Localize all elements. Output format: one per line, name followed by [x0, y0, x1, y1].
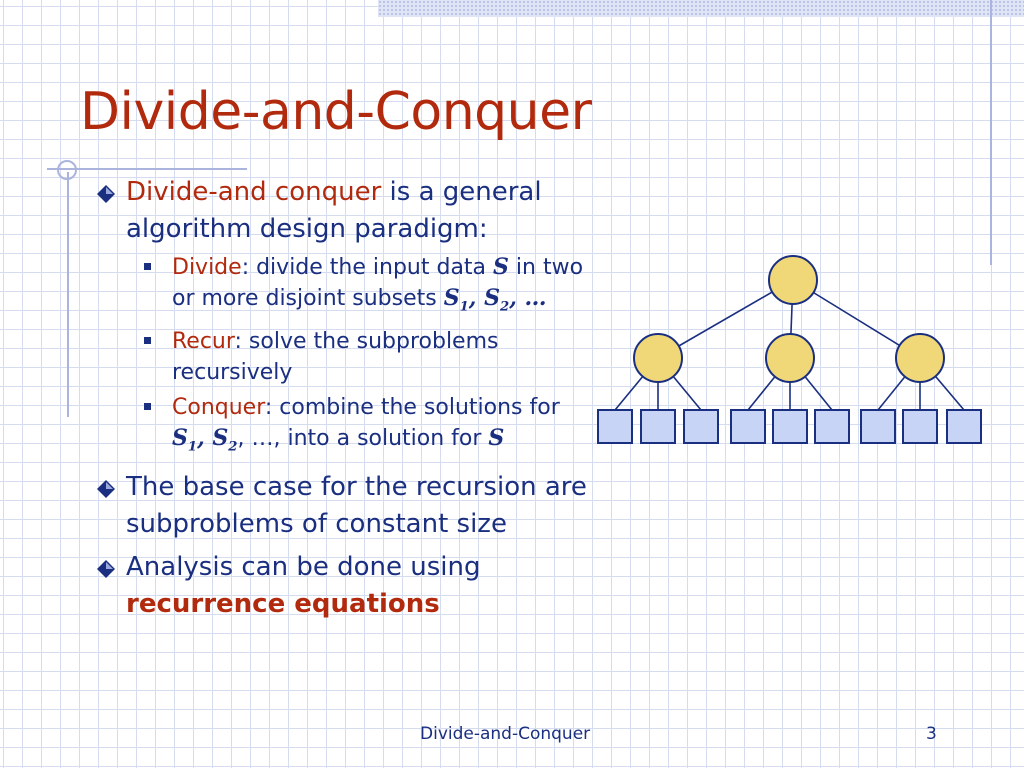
decor-line-left	[67, 172, 69, 417]
bullet-text: Analysis can be done using	[126, 551, 481, 582]
diamond-bullet-icon	[97, 479, 115, 498]
tree-internal-node	[633, 333, 683, 383]
bullet-paradigm: Divide-and conquer is a general algorith…	[94, 174, 594, 248]
tree-leaf	[902, 409, 938, 444]
math-comma: ,	[468, 285, 485, 311]
sub-bullet-label: Divide	[172, 255, 242, 280]
tree-edge	[657, 279, 794, 359]
tree-nodes	[633, 255, 945, 383]
tree-internal-node	[895, 333, 945, 383]
decor-line-horizontal	[47, 168, 247, 170]
decor-line-right	[990, 0, 992, 265]
sub-bullet-text: : divide the input data	[241, 255, 494, 280]
tree-root-node	[768, 255, 818, 305]
sub-bullet-label: Recur	[172, 329, 235, 355]
top-decor-band	[378, 0, 1024, 17]
tree-internal-node	[765, 333, 815, 383]
bullet-base-case: The base case for the recursion are subp…	[94, 469, 594, 543]
slide-title: Divide-and-Conquer	[80, 82, 592, 142]
bullet-text: The base case for the recursion are subp…	[126, 471, 587, 539]
bullet-analysis: Analysis can be done using recurrence eq…	[94, 549, 594, 623]
tree-leaf	[597, 409, 633, 444]
diamond-bullet-icon	[97, 559, 115, 578]
math-comma: ,	[197, 425, 213, 452]
math-symbol: S	[488, 425, 505, 452]
tree-leaf	[730, 409, 766, 444]
square-bullet-icon	[144, 403, 151, 411]
sub-bullet-conquer: Conquer: combine the solutions for S1, S…	[142, 392, 594, 462]
tree-leaf	[814, 409, 850, 444]
tree-leaf	[860, 409, 896, 444]
square-bullet-icon	[144, 337, 151, 345]
recursion-tree-diagram	[597, 255, 982, 444]
math-subscript: 1	[459, 299, 469, 315]
math-subscript: 2	[228, 439, 238, 455]
math-subscript: 2	[500, 299, 510, 315]
decor-circle	[57, 160, 77, 180]
math-symbol: S	[212, 425, 229, 452]
sub-bullet-label: Conquer	[172, 395, 265, 421]
tree-leaf	[683, 409, 719, 444]
tree-leaves	[597, 409, 982, 444]
tree-leaf	[772, 409, 808, 444]
sub-bullet-text: , …, into a solution for	[237, 426, 489, 452]
bullet-highlight: Divide-and conquer	[126, 177, 382, 207]
tree-leaf	[946, 409, 982, 444]
math-symbol: S	[172, 425, 188, 452]
square-bullet-icon	[144, 263, 151, 270]
sub-bullet-recur: Recur: solve the subproblems recursively	[142, 326, 594, 388]
math-subscript: 1	[187, 439, 198, 455]
diamond-bullet-icon	[97, 185, 115, 203]
sub-bullet-text: : combine the solutions for	[264, 395, 560, 421]
sub-bullet-divide: Divide: divide the input data S in two o…	[142, 252, 594, 322]
math-symbol: S	[443, 285, 460, 311]
bullet-emphasis: recurrence equations	[126, 588, 440, 619]
footer-title: Divide-and-Conquer	[420, 724, 591, 744]
math-ellipsis: , …	[509, 285, 547, 311]
sub-bullet-text: in two or more disjoint subsets	[172, 255, 584, 311]
sub-bullet-text: : solve the subproblems recursively	[172, 329, 499, 386]
page-number: 3	[926, 724, 937, 744]
bullet-text: is a general algorithm design paradigm:	[126, 177, 542, 244]
bullet-list: Divide-and conquer is a general algorith…	[94, 174, 594, 623]
math-symbol: S	[484, 285, 501, 311]
math-symbol: S	[493, 254, 509, 280]
tree-leaf	[640, 409, 676, 444]
